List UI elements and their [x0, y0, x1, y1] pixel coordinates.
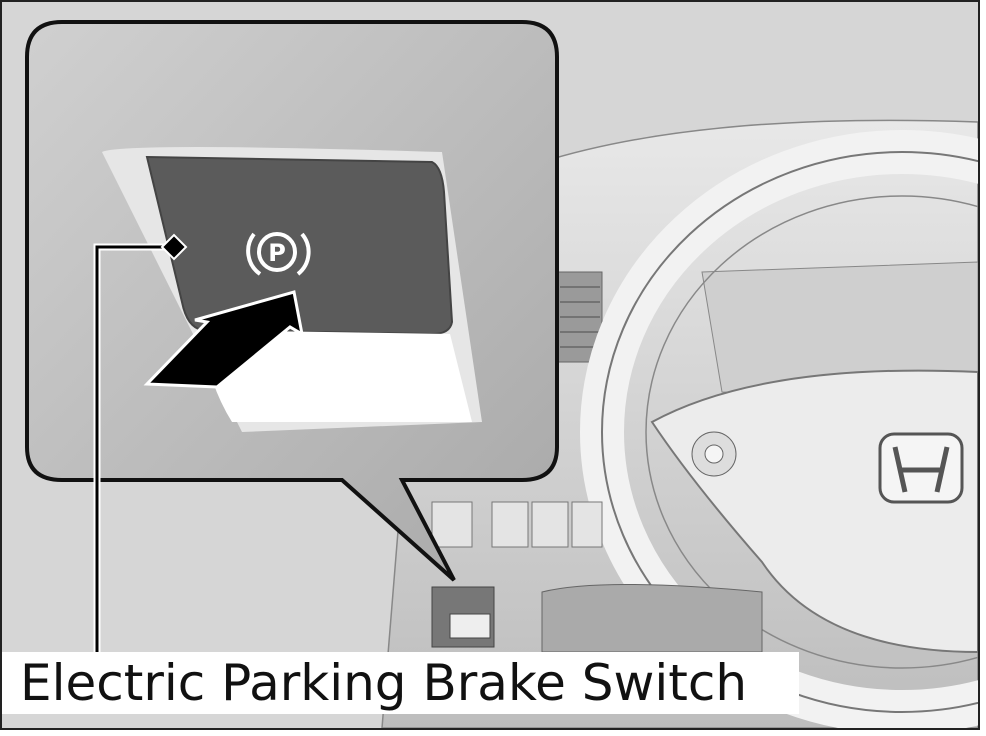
leader-line: [93, 233, 188, 652]
parking-brake-icon-letter: P: [268, 239, 286, 267]
callout-bubble: P: [25, 20, 559, 582]
storage-tray: [541, 584, 763, 653]
switch-lower-panel: [202, 330, 472, 422]
instrument-cluster: [701, 261, 978, 403]
press-arrow-icon: [143, 290, 305, 389]
parking-brake-icon: P: [246, 232, 311, 276]
callout-label: Electric Parking Brake Switch: [2, 652, 800, 714]
center-console-buttons: [431, 501, 603, 548]
steering-wheel: [580, 130, 978, 728]
dashboard-illustration: P: [25, 20, 978, 728]
electric-parking-brake-switch: [145, 155, 454, 336]
leader-diamond-marker: [160, 233, 188, 261]
